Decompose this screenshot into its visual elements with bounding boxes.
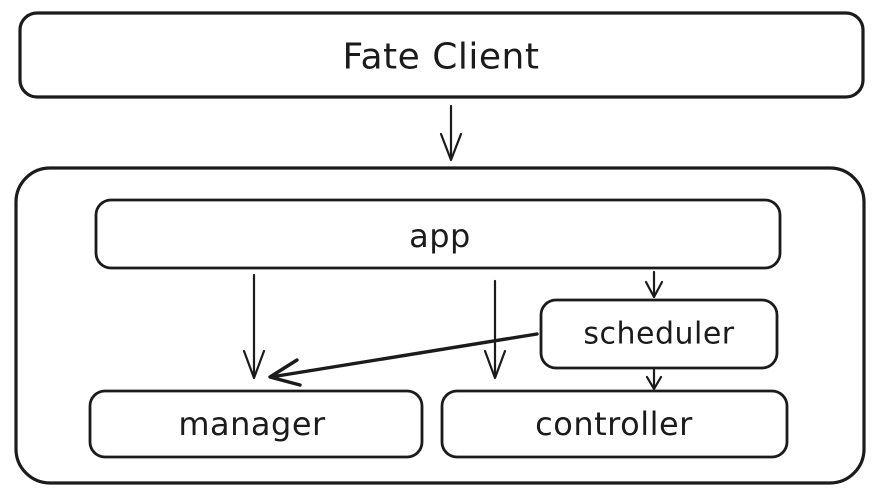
node-manager (88, 389, 424, 459)
node-manager-label: manager (178, 405, 326, 443)
edge-app-to-manager-arrowhead (242, 349, 266, 380)
node-fate-client-label: Fate Client (343, 37, 540, 78)
edge-app-to-scheduler-arrowhead (644, 280, 664, 299)
edge-fateclient-to-container-arrowhead (439, 132, 463, 162)
edge-scheduler-to-controller-arrowhead (645, 375, 663, 391)
node-scheduler (539, 298, 779, 370)
edge-app-to-controller-arrowhead (483, 349, 507, 380)
node-fate-client (18, 11, 865, 99)
node-app (94, 198, 782, 270)
node-controller (440, 389, 789, 459)
edge-scheduler-to-manager (269, 332, 539, 379)
node-scheduler-label: scheduler (583, 317, 734, 352)
node-app-label: app (409, 217, 471, 255)
edge-scheduler-to-manager-arrowhead (268, 358, 302, 387)
node-controller-label: controller (535, 405, 693, 443)
